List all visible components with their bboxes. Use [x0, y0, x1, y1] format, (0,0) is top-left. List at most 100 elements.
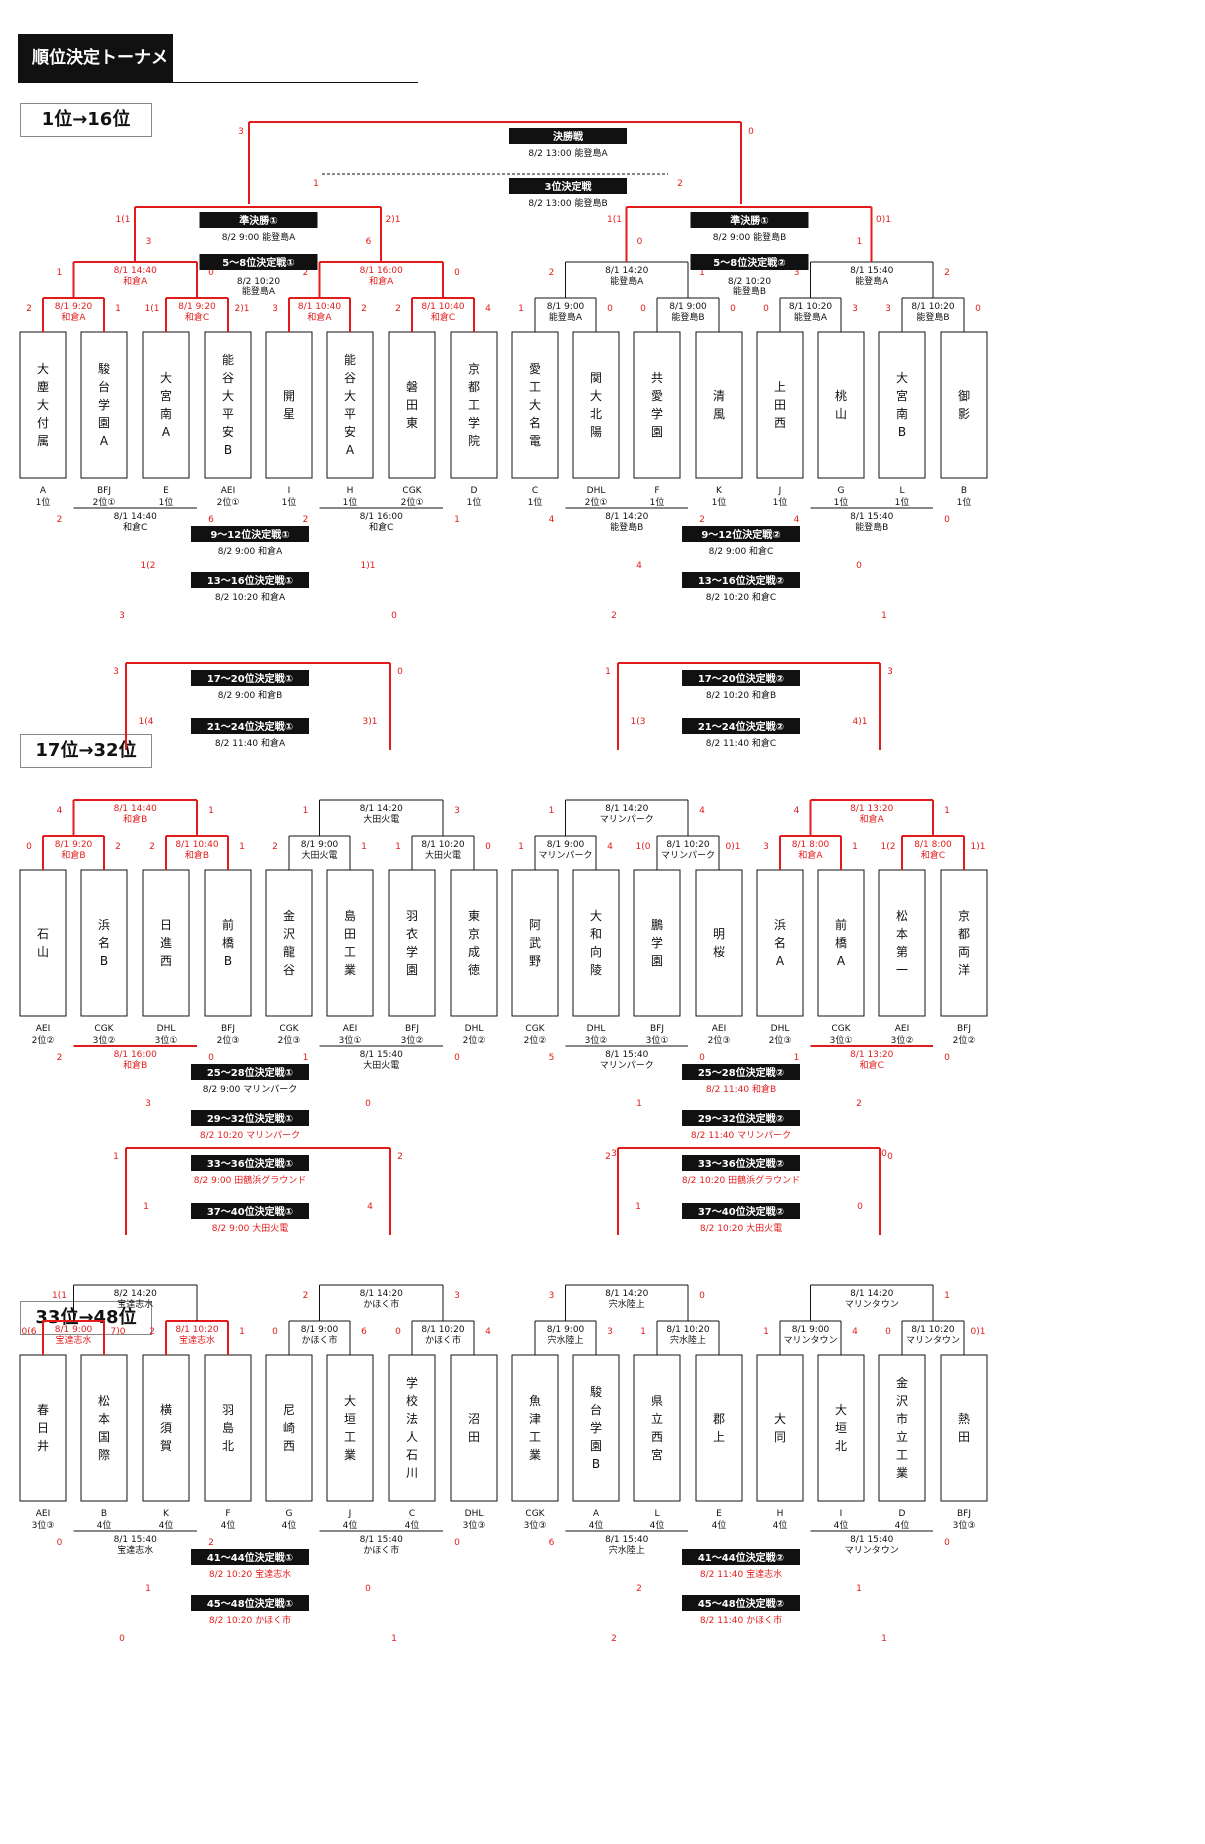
team-code-2-1-1: A	[593, 1509, 600, 1519]
sec2-top-1-sub-title: 37〜40位決定戦①	[207, 1205, 293, 1218]
lower-center-2-sub-bg	[682, 572, 800, 588]
team-rank-0-1-0: 1位	[528, 496, 543, 508]
team-name-2-1-0: 業	[529, 1448, 541, 1462]
r1-score-l-1-1-0: 1	[518, 842, 524, 852]
sec1-top-2-sub-bg	[682, 718, 800, 734]
team-name-2-0-4: 西	[283, 1439, 295, 1453]
lower-center-2-main-bg	[682, 526, 800, 542]
team-name-0-1-1: 北	[590, 407, 602, 421]
team-name-1-0-1: 浜	[98, 918, 110, 932]
team-name-0-1-5: 桃	[835, 388, 847, 403]
team-box-0-0-3	[204, 331, 252, 479]
lower-mid-score-l-2-0: 1	[145, 1584, 151, 1594]
team-box-0-0-4	[265, 331, 313, 479]
team-rank-1-0-4: 2位③	[278, 1034, 301, 1046]
team-name-1-1-6: 第	[896, 945, 908, 959]
team-name-1-0-4: 金	[283, 908, 295, 923]
team-code-2-0-6: C	[409, 1509, 415, 1519]
team-code-1-0-0: AEI	[36, 1024, 51, 1034]
r1-venue-1-1-0: マリンパーク	[538, 850, 592, 861]
team-name-2-0-0: 井	[37, 1439, 49, 1453]
team-name-2-1-6: 工	[896, 1448, 908, 1462]
team-name-0-1-3: 風	[713, 407, 725, 421]
r2-score-l-0-0-0: 1	[57, 268, 63, 278]
team-box-0-1-1	[572, 331, 620, 479]
team-name-0-1-0: 工	[529, 380, 541, 394]
r1-score-r-0-1-3: 0	[975, 304, 981, 314]
r1-score-r-1-1-1: 0)1	[726, 842, 741, 852]
team-code-2-0-2: K	[163, 1509, 170, 1519]
team-code-1-1-5: CGK	[831, 1024, 851, 1034]
team-rank-1-1-5: 3位①	[830, 1034, 853, 1046]
sec1-bottom-2-main-bg	[682, 1064, 800, 1080]
r1-venue-0-0-3: 和倉C	[431, 311, 455, 323]
r1-score-r-0-1-0: 0	[607, 304, 613, 314]
team-code-1-1-0: CGK	[525, 1024, 545, 1034]
r1-score-l-0-1-0: 1	[518, 304, 524, 314]
team-name-0-1-2: 共	[651, 371, 663, 385]
team-code-0-1-4: J	[778, 486, 782, 496]
sec2-top-2-sub-bg	[682, 1203, 800, 1219]
team-name-2-1-3: 上	[713, 1430, 725, 1444]
r1-score-l-2-1-3: 0	[885, 1327, 891, 1337]
place-score-l-0-0: 3	[146, 237, 152, 247]
team-code-2-1-5: I	[840, 1509, 843, 1519]
team-rank-1-0-2: 3位①	[155, 1034, 178, 1046]
lower-score-l-1-1-1: 1	[794, 1053, 800, 1063]
r1-venue-0-0-2: 和倉A	[307, 311, 332, 323]
team-name-0-0-1: 園	[98, 416, 110, 430]
lower-mid-score-r-1-1: 2	[856, 1099, 862, 1109]
team-code-0-1-3: K	[716, 486, 723, 496]
team-name-1-1-4: 浜	[774, 918, 786, 932]
team-code-0-0-1: BFJ	[97, 486, 111, 496]
r1-time-0-1-3: 8/1 10:20	[911, 302, 955, 312]
place-venue-0-0: 能登島A	[242, 285, 276, 297]
lower-mid-score-l-0-1: 4	[636, 561, 642, 571]
sec1-top-2-sub-title: 21〜24位決定戦②	[698, 720, 784, 733]
team-name-1-0-0: 石	[37, 927, 49, 941]
r2-score-r-2-1-0: 0	[699, 1291, 705, 1301]
team-name-2-1-6: 金	[896, 1375, 908, 1390]
team-name-1-1-5: A	[837, 954, 846, 968]
team-name-1-1-6: 本	[896, 927, 908, 941]
team-name-2-1-6: 市	[896, 1411, 908, 1426]
team-name-2-1-1: 駿	[590, 1385, 602, 1399]
team-name-0-0-7: 院	[468, 434, 480, 448]
lower-mid-score-r-0-0: 1)1	[361, 561, 376, 571]
team-box-0-1-7	[940, 331, 988, 479]
sec1-top-1-sub-score-l: 1(4	[139, 717, 154, 727]
sec1-top-1-main-bg	[191, 670, 309, 686]
sec1-top-2-main-score-r: 3	[887, 667, 893, 677]
team-name-0-1-0: 大	[529, 398, 541, 412]
sec2-top-2-sub-score-l: 1	[635, 1202, 641, 1212]
r1-time-2-0-1: 8/1 10:20	[175, 1325, 219, 1335]
team-code-1-0-4: CGK	[279, 1024, 299, 1034]
team-name-2-0-1: 松	[98, 1394, 110, 1408]
team-code-1-0-5: AEI	[343, 1024, 358, 1034]
r1-time-1-1-1: 8/1 10:20	[666, 840, 710, 850]
place-score-r-0-1: 1	[857, 237, 863, 247]
r1-venue-1-0-1: 和倉B	[185, 849, 209, 861]
team-name-2-1-1: 台	[590, 1402, 602, 1417]
team-code-0-0-3: AEI	[221, 486, 236, 496]
team-name-1-1-7: 都	[958, 927, 970, 941]
sec2-top-2-main-bg	[682, 1155, 800, 1171]
r2-score-l-0-1-1: 3	[794, 268, 800, 278]
team-box-1-1-5	[817, 869, 865, 1017]
team-name-1-0-5: 島	[344, 908, 356, 923]
team-code-0-1-6: L	[899, 486, 904, 496]
team-box-1-0-2	[142, 869, 190, 1017]
team-name-1-1-0: 阿	[529, 918, 541, 932]
lower-score-r-1-0-1: 0	[454, 1053, 460, 1063]
place-score-l-0-1: 0	[637, 237, 643, 247]
team-name-0-0-4: 開	[283, 389, 295, 403]
lower-venue-0-0-1: 和倉C	[369, 521, 393, 533]
team-box-2-1-1	[572, 1354, 620, 1502]
r1-venue-0-1-0: 能登島A	[549, 311, 583, 323]
team-box-1-0-0	[19, 869, 67, 1017]
r2-score-r-0-1-1: 2	[944, 268, 950, 278]
r1-score-r-1-0-1: 1	[239, 842, 245, 852]
r1-venue-2-0-2: かほく市	[301, 1334, 337, 1346]
r1-score-r-2-0-2: 6	[361, 1327, 367, 1337]
team-name-0-1-5: 山	[835, 407, 847, 421]
